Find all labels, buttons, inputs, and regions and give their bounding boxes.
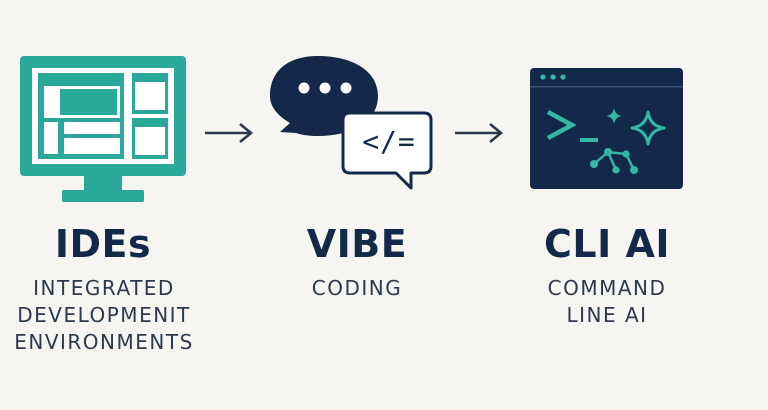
monitor-ide-icon [20, 56, 190, 210]
column-subtitle-cli-ai: COMMAND LINE AI [518, 275, 696, 329]
subtitle-line: INTEGRATED [33, 276, 175, 300]
column-title-cli-ai: CLI AI [543, 222, 671, 266]
subtitle-line: LINE AI [566, 303, 648, 327]
subtitle-line: CODING [311, 276, 403, 300]
subtitle-line: ENVIRONMENTS [14, 330, 194, 354]
column-subtitle-vibe: CODING [282, 275, 432, 302]
arrow-right-icon [204, 122, 254, 148]
column-subtitle-ides: INTEGRATED DEVELOPMENIT ENVIRONMENTS [4, 275, 204, 356]
code-glyph: </= [362, 125, 416, 158]
subtitle-line: COMMAND [547, 276, 667, 300]
column-title-vibe: VIBE [306, 222, 408, 266]
terminal-sparkle-icon [530, 68, 684, 196]
chat-code-bubbles-icon [268, 50, 438, 199]
arrow-right-icon [454, 122, 504, 148]
subtitle-line: DEVELOPMENIT [17, 303, 191, 327]
column-title-ides: IDEs [54, 222, 152, 266]
